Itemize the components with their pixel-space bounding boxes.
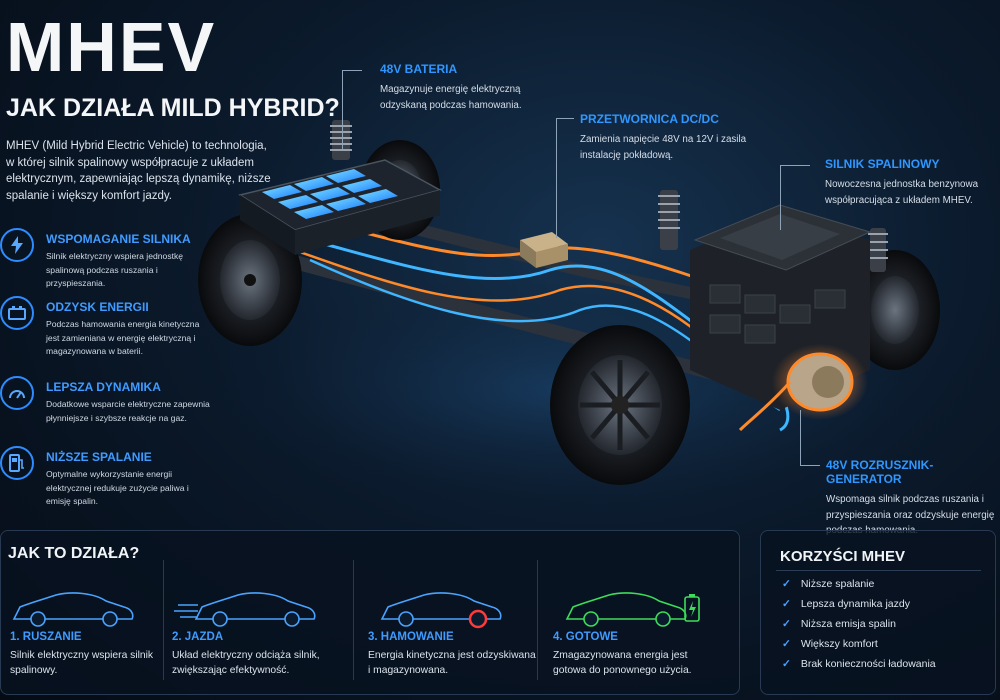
front-shock-absorber (658, 190, 888, 272)
how-it-works-panel (0, 530, 740, 695)
fuel-pump-icon (0, 446, 34, 480)
car-charged-icon (565, 592, 700, 627)
callout-leader (800, 410, 801, 465)
step-desc: Układ elektryczny odciąża silnik, zwięks… (172, 650, 320, 676)
checkmark-icon: ✓ (782, 658, 791, 670)
step-desc: Energia kinetyczna jest odzyskiwana i ma… (368, 650, 536, 676)
callout-title: SILNIK SPALINOWY (825, 157, 940, 171)
step-title: 4. GOTOWE (553, 631, 618, 643)
checkmark-icon: ✓ (782, 578, 791, 590)
callout-title: PRZETWORNICA DC/DC (580, 112, 719, 126)
callout-leader (780, 165, 781, 230)
feature-desc: Podczas hamowania energia kinetyczna jes… (46, 319, 200, 356)
feature-dynamics: LEPSZA DYNAMIKA Dodatkowe wsparcie elekt… (0, 376, 215, 456)
benefits-panel (760, 530, 996, 695)
step-desc: Silnik elektryczny wspiera silnik spalin… (10, 650, 154, 676)
callout-desc: Nowoczesna jednostka benzynowa współprac… (825, 179, 979, 206)
rear-left-wheel (198, 214, 302, 346)
benefit-item: ✓Brak konieczności ładowania (782, 658, 936, 670)
front-right-wheel (850, 250, 940, 370)
feature-desc: Dodatkowe wsparcie elektryczne zapewnia … (46, 399, 210, 423)
benefits-title: KORZYŚCI MHEV (780, 548, 906, 565)
divider (353, 560, 354, 680)
callout-title: 48V ROZRUSZNIK-GENERATOR (826, 458, 934, 486)
callout-leader (556, 118, 557, 238)
feature-desc: Optymalne wykorzystanie energii elektryc… (46, 469, 189, 506)
feature-energy-recovery: ODZYSK ENERGII Podczas hamowania energia… (0, 296, 215, 376)
step-title: 1. RUSZANIE (10, 631, 82, 643)
front-left-wheel (550, 325, 690, 485)
step-start: 1. RUSZANIE Silnik elektryczny wspiera s… (10, 585, 175, 690)
callout-leader (342, 70, 343, 150)
feature-engine-assist: WSPOMAGANIE SILNIKA Silnik elektryczny w… (0, 228, 215, 308)
benefit-item: ✓Niższe spalanie (782, 578, 875, 590)
callout-leader (556, 118, 574, 119)
callout-leader (800, 465, 820, 466)
divider (776, 570, 981, 571)
benefit-item: ✓Lepsza dynamika jazdy (782, 598, 910, 610)
mhev-chassis-illustration (190, 120, 950, 510)
benefit-item: ✓Niższa emisja spalin (782, 618, 896, 630)
step-driving: 2. JAZDA Układ elektryczny odciąża silni… (172, 585, 337, 690)
checkmark-icon: ✓ (782, 638, 791, 650)
starter-generator (738, 344, 868, 432)
feature-title: ODZYSK ENERGII (46, 300, 149, 314)
checkmark-icon: ✓ (782, 618, 791, 630)
callout-dcdc: PRZETWORNICA DC/DC Zamienia napięcie 48V… (580, 112, 755, 163)
step-braking: 3. HAMOWANIE Energia kinetyczna jest odz… (368, 585, 536, 690)
callout-desc: Magazynuje energię elektryczną odzyskaną… (380, 84, 522, 111)
how-it-works-title: JAK TO DZIAŁA? (8, 545, 140, 562)
divider (537, 560, 538, 680)
battery-pack (238, 159, 442, 255)
feature-desc: Silnik elektryczny wspiera jednostkę spa… (46, 251, 184, 288)
feature-title: LEPSZA DYNAMIKA (46, 380, 161, 394)
divider (163, 560, 164, 680)
gauge-icon (0, 376, 34, 410)
step-desc: Zmagazynowana energia jest gotowa do pon… (553, 650, 692, 676)
callout-engine: SILNIK SPALINOWY Nowoczesna jednostka be… (825, 157, 995, 208)
lightning-icon (0, 228, 34, 262)
callout-battery: 48V BATERIA Magazynuje energię elektrycz… (380, 62, 530, 113)
callout-leader (780, 165, 810, 166)
step-ready: 4. GOTOWE Zmagazynowana energia jest got… (553, 585, 718, 690)
page-title: MHEV (6, 8, 217, 86)
car-outline-icon (12, 592, 134, 627)
benefit-item: ✓Większy komfort (782, 638, 878, 650)
dcdc-converter (520, 232, 568, 268)
callout-title: 48V BATERIA (380, 62, 458, 76)
car-moving-icon (174, 592, 316, 627)
rear-shock-absorber (330, 120, 352, 160)
callout-leader (342, 70, 362, 71)
car-braking-icon (380, 592, 502, 629)
step-title: 2. JAZDA (172, 631, 224, 643)
callout-desc: Zamienia napięcie 48V na 12V i zasila in… (580, 134, 747, 161)
feature-consumption: NIŻSZE SPALANIE Optymalne wykorzystanie … (0, 446, 215, 526)
checkmark-icon: ✓ (782, 598, 791, 610)
step-title: 3. HAMOWANIE (368, 631, 454, 643)
intro-text: MHEV (Mild Hybrid Electric Vehicle) to t… (6, 140, 271, 202)
feature-title: WSPOMAGANIE SILNIKA (46, 232, 191, 246)
page-subtitle: JAK DZIAŁA MILD HYBRID? (6, 94, 340, 122)
callout-generator: 48V ROZRUSZNIK-GENERATOR Wspomaga silnik… (826, 458, 998, 539)
battery-icon (0, 296, 34, 330)
feature-title: NIŻSZE SPALANIE (46, 450, 152, 464)
